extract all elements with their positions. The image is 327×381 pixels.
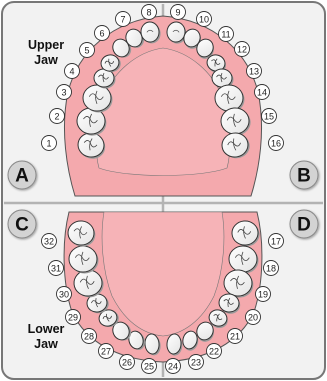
- tooth-number-text: 7: [120, 15, 125, 25]
- tooth-number-text: 25: [144, 362, 154, 372]
- tooth-number-14: 14: [255, 85, 270, 100]
- tooth-number-21: 21: [228, 329, 243, 344]
- tooth-number-23: 23: [189, 355, 204, 370]
- tooth-number-13: 13: [247, 64, 262, 79]
- tooth-number-text: 17: [271, 237, 281, 247]
- tooth-number-28: 28: [82, 329, 97, 344]
- tooth-number-text: 24: [168, 362, 178, 372]
- tooth-number-text: 10: [199, 15, 209, 25]
- upper-jaw-label-line1: Upper: [28, 38, 64, 52]
- tooth-number-text: 8: [146, 8, 151, 18]
- tooth-number-32: 32: [42, 234, 57, 249]
- tooth-number-7: 7: [116, 12, 131, 27]
- tooth-number-text: 12: [237, 45, 247, 55]
- tooth-number-text: 18: [266, 264, 276, 274]
- tooth-number-text: 16: [271, 139, 281, 149]
- tooth-number-text: 20: [248, 313, 258, 323]
- tooth-number-text: 26: [122, 358, 132, 368]
- quadrant-badge-d: D: [290, 210, 318, 238]
- tooth-number-17: 17: [269, 234, 284, 249]
- tooth-number-8: 8: [142, 5, 157, 20]
- tooth-number-text: 32: [44, 237, 54, 247]
- tooth-number-12: 12: [235, 42, 250, 57]
- tooth-number-18: 18: [264, 261, 279, 276]
- tooth-number-25: 25: [142, 359, 157, 374]
- tooth-number-29: 29: [66, 310, 81, 325]
- quadrant-label-c: C: [15, 215, 29, 236]
- tooth-number-19: 19: [256, 287, 271, 302]
- tooth-number-9: 9: [171, 5, 186, 20]
- tooth-number-text: 27: [101, 347, 111, 357]
- quadrant-label-a: A: [15, 166, 29, 187]
- tooth-number-1: 1: [42, 136, 57, 151]
- tooth-number-text: 28: [84, 332, 94, 342]
- quadrant-badge-b: B: [290, 161, 318, 189]
- tooth-number-24: 24: [166, 359, 181, 374]
- tooth-number-text: 2: [54, 112, 59, 122]
- tooth-number-text: 13: [249, 67, 259, 77]
- tooth-number-16: 16: [269, 136, 284, 151]
- tooth-number-3: 3: [57, 85, 72, 100]
- tooth-number-text: 30: [59, 290, 69, 300]
- tooth-number-text: 19: [258, 290, 268, 300]
- tooth-number-text: 31: [51, 264, 61, 274]
- tooth-number-text: 6: [99, 29, 104, 39]
- tooth-number-text: 21: [230, 332, 240, 342]
- tooth-number-text: 3: [61, 88, 66, 98]
- tooth-number-text: 1: [46, 139, 51, 149]
- tooth-number-text: 29: [68, 313, 78, 323]
- tooth-number-text: 23: [191, 358, 201, 368]
- tooth-number-20: 20: [246, 310, 261, 325]
- tooth-number-22: 22: [207, 344, 222, 359]
- lower-jaw-label-line2: Jaw: [34, 337, 58, 351]
- tooth-number-text: 5: [84, 46, 89, 56]
- tooth-number-6: 6: [95, 26, 110, 41]
- tooth-number-text: 9: [175, 8, 180, 18]
- tooth-number-4: 4: [65, 64, 80, 79]
- tooth-number-text: 14: [257, 88, 267, 98]
- tooth-number-31: 31: [49, 261, 64, 276]
- tooth-number-11: 11: [219, 27, 234, 42]
- tooth-number-15: 15: [262, 109, 277, 124]
- quadrant-label-d: D: [297, 215, 311, 236]
- tooth-number-text: 11: [221, 30, 230, 40]
- quadrant-badge-c: C: [8, 210, 36, 238]
- tooth-number-text: 22: [209, 347, 219, 357]
- quadrant-label-b: B: [297, 166, 311, 187]
- tooth-number-2: 2: [50, 109, 65, 124]
- tooth-number-5: 5: [80, 43, 95, 58]
- tooth-number-text: 4: [69, 67, 74, 77]
- tooth-number-27: 27: [99, 344, 114, 359]
- upper-jaw-label-line2: Jaw: [34, 53, 58, 67]
- tooth-number-30: 30: [57, 287, 72, 302]
- tooth-number-text: 15: [264, 112, 274, 122]
- tooth-number-10: 10: [197, 12, 212, 27]
- tooth-number-26: 26: [120, 355, 135, 370]
- lower-jaw-label-line1: Lower: [28, 322, 65, 336]
- quadrant-badge-a: A: [8, 161, 36, 189]
